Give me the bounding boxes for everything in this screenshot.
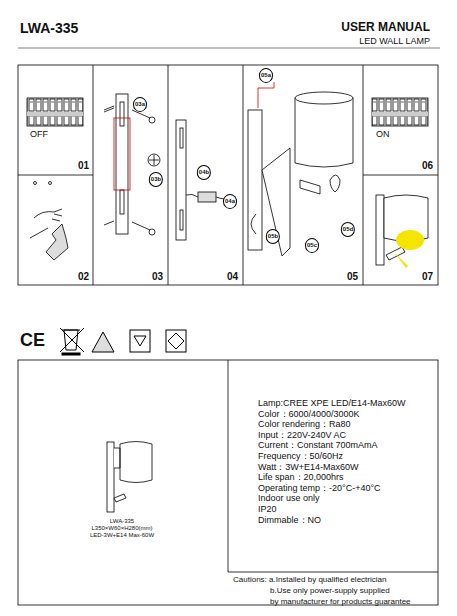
product-caption: L350×W60×H280(mm) [91, 525, 152, 532]
product-caption: LED-3W+E14 Max-60W [90, 532, 154, 539]
spec-line: Life span：20,000hrs [258, 473, 344, 483]
caution-note: by manufacturer for products guarantee [270, 598, 411, 607]
step-number: 07 [422, 271, 433, 282]
switch-state: ON [376, 130, 390, 140]
spec-line: Frequency：50/60Hz [258, 452, 343, 462]
caution-note: b.Use only power-supply supplied [270, 587, 390, 596]
callout-number: 05b [266, 229, 280, 244]
step-number: 03 [152, 271, 163, 282]
ce-mark: CE [20, 331, 45, 351]
spec-line: Dimmable：NO [258, 516, 321, 526]
callout-number: 04a [223, 194, 237, 209]
heading: USER MANUAL [341, 21, 430, 34]
callout-number: 04b [197, 165, 211, 180]
spec-line: IP20 [258, 505, 277, 515]
spec-line: Operating temp：-20°C-+40°C [258, 484, 381, 494]
callout-number: 05c [305, 238, 319, 253]
spec-line: Input：220V-240V AC [258, 431, 346, 441]
switch-state: OFF [30, 130, 48, 140]
spec-line: Current：Constant 700mAmA [258, 441, 378, 451]
step-number: 06 [422, 160, 433, 171]
step-number: 02 [78, 271, 89, 282]
spec-line: Watt：3W+E14-Max60W [258, 463, 358, 473]
spec-line: Color rendering：Ra80 [258, 420, 351, 430]
spec-line: Indoor use only [258, 494, 320, 504]
step-number: 05 [347, 271, 358, 282]
product-caption: LWA-335 [110, 518, 134, 525]
subheading: LED WALL LAMP [359, 37, 430, 47]
step-number: 01 [78, 160, 89, 171]
spec-line: Lamp:CREE XPE LED/E14-Max60W [258, 399, 406, 409]
callout-number: 05d [341, 222, 355, 237]
callout-number: 03b [149, 172, 163, 187]
callout-number: 05a [259, 68, 273, 83]
callout-number: 03a [133, 97, 147, 112]
caution-note: Cautions: a.Installed by qualified elect… [233, 576, 386, 585]
spec-line: Color：6000/4000/3000K [258, 410, 360, 420]
model-title: LWA-335 [20, 21, 78, 36]
step-number: 04 [227, 271, 238, 282]
